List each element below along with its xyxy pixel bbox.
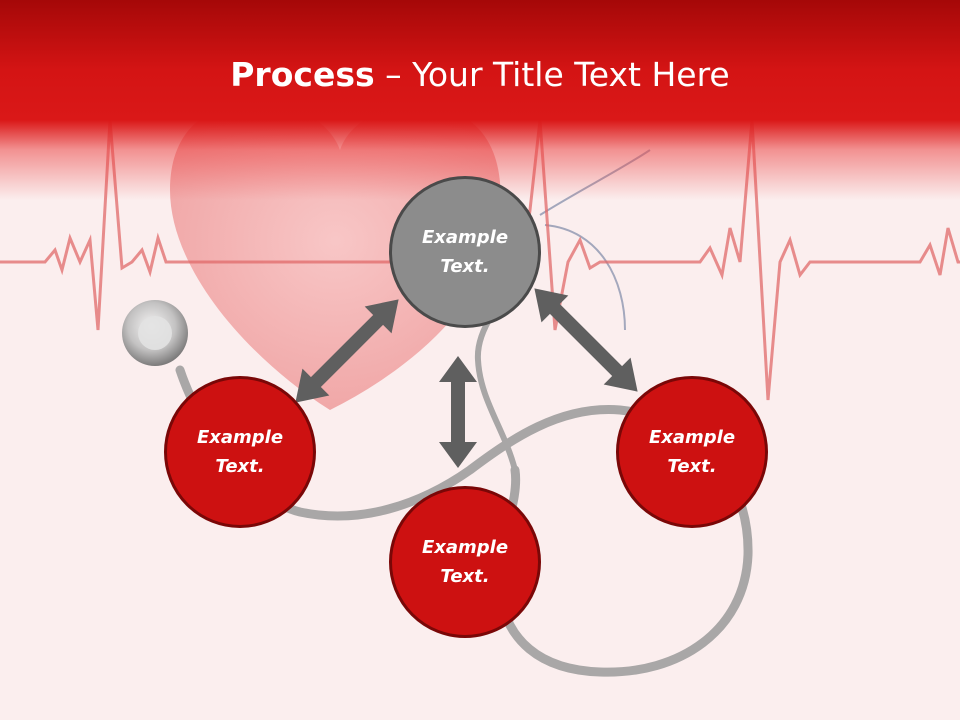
node-text-line2: Text.	[440, 566, 490, 587]
node-text-line1: Example	[196, 427, 284, 448]
arrow-top-right	[534, 288, 638, 392]
node-text-line1: Example	[648, 427, 736, 448]
title-rest-part: – Your Title Text Here	[374, 55, 730, 94]
node-text-line1: Example	[421, 537, 509, 558]
title-banner	[0, 0, 960, 200]
node-text-line1: Example	[421, 227, 509, 248]
process-node-bottom: Example Text.	[389, 486, 541, 638]
node-text-line2: Text.	[215, 456, 265, 477]
process-node-left: Example Text.	[164, 376, 316, 528]
title-bold-part: Process	[230, 55, 375, 94]
process-node-top: Example Text.	[389, 176, 541, 328]
arrow-vertical	[439, 356, 477, 468]
node-text-line2: Text.	[667, 456, 717, 477]
arrow-top-left	[295, 299, 399, 403]
process-node-right: Example Text.	[616, 376, 768, 528]
node-text-line2: Text.	[440, 256, 490, 277]
slide-title: Process – Your Title Text Here	[0, 54, 960, 96]
